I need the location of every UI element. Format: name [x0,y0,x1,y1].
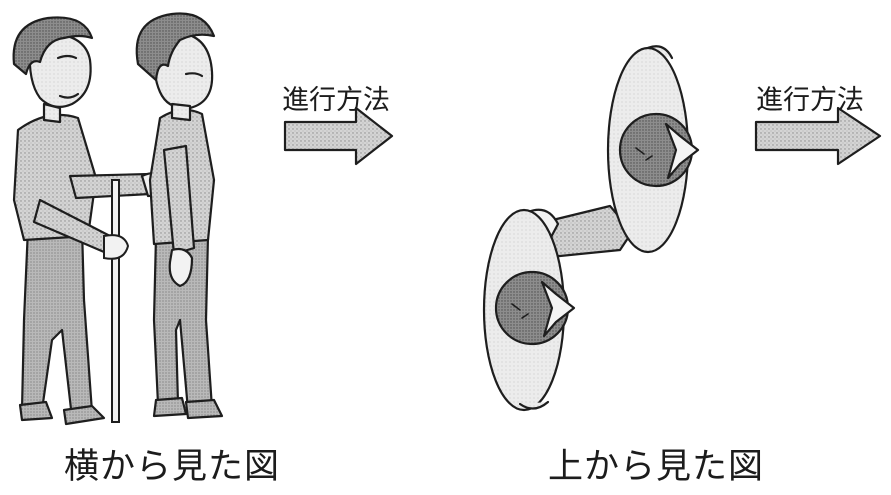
direction-label-top: 進行方法 [756,85,864,116]
side-view-caption: 横から見た図 [64,447,281,487]
direction-arrow-side [283,106,394,166]
top-view-figures [482,45,700,412]
white-cane [103,179,130,423]
guide-person-figure [12,16,164,426]
walker-person-figure [135,12,224,420]
top-view-caption: 上から見た図 [548,447,765,487]
direction-arrow-top [754,106,882,166]
top-view-walker [482,208,576,412]
top-view-guide [606,45,700,254]
direction-label-side: 進行方法 [282,85,390,116]
